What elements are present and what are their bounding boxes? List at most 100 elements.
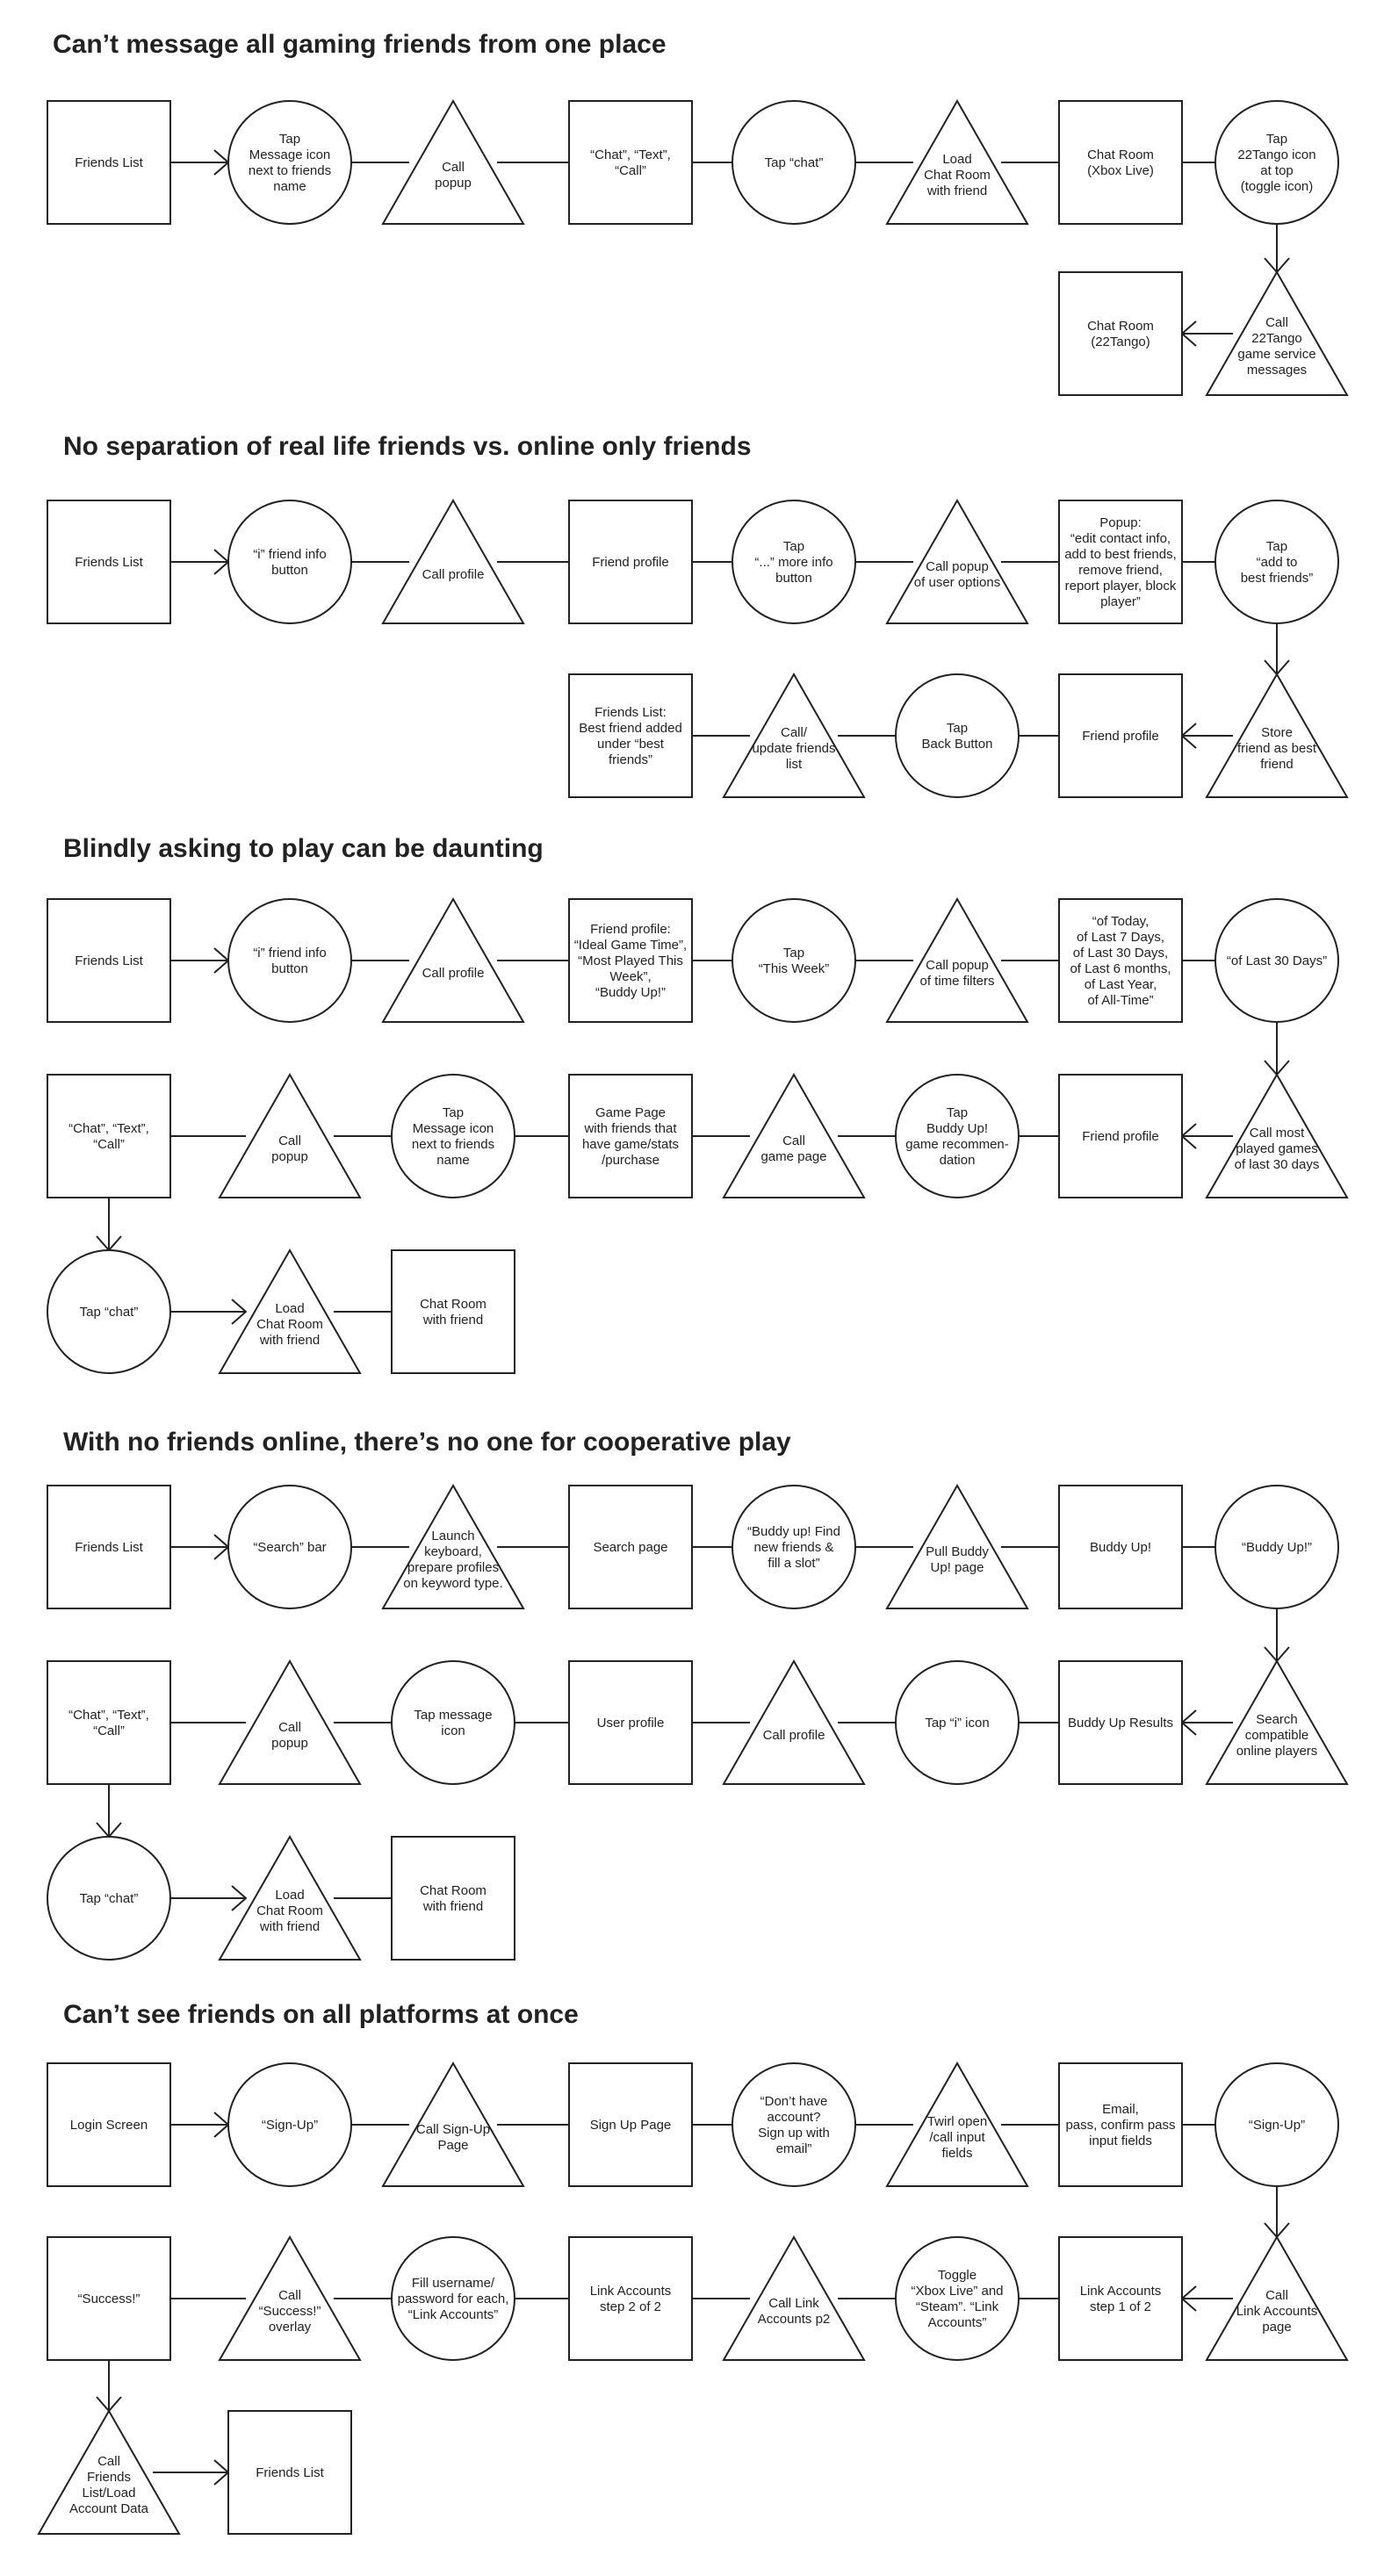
section-title: Blindly asking to play can be daunting [63,834,544,863]
node-label: player” [1100,594,1141,609]
flow-node-square: Friends List [47,100,171,225]
process-triangle [1205,270,1349,396]
node-label: Chat Room [1087,319,1154,334]
screen-square [1058,2236,1183,2361]
node-label: “Success!” [259,2304,321,2319]
node-label: Call most [1250,1126,1305,1140]
node-label: “Buddy Up!” [595,985,666,1000]
flow-node-triangle: Call profile [722,1659,866,1785]
process-triangle [885,98,1029,225]
section-5: Can’t see friends on all platforms at on… [37,2000,1349,2535]
node-label: “This Week” [759,961,830,976]
node-label: 22Tango [1251,331,1302,346]
process-triangle [218,1659,362,1785]
node-label: /call input [929,2130,985,2145]
screen-square [1058,673,1183,798]
screen-square [1058,271,1183,396]
section-title: With no friends online, there’s no one f… [63,1428,791,1457]
node-label: Friend profile [1082,729,1159,744]
screen-square [568,1485,693,1609]
flow-node-square: “Success!” [47,2236,171,2361]
node-label: “Sign-Up” [262,2118,318,2133]
node-label: “Search” bar [253,1540,326,1555]
action-circle [227,500,352,624]
connectors [170,149,1290,347]
process-triangle [218,1248,362,1374]
node-label: “Don’t have [760,2094,828,2109]
node-label: Twirl open [927,2114,987,2129]
node-label: friend as best [1237,741,1317,756]
node-label: with friend [422,1899,483,1914]
flow-node-circle: Fill username/password for each,“Link Ac… [391,2236,515,2361]
flow-node-circle: Tap “chat” [732,100,856,225]
node-label: dation [940,1153,976,1168]
process-triangle [381,1483,525,1609]
action-circle [227,898,352,1023]
node-label: Link Accounts [590,2284,672,2299]
action-circle [732,2062,856,2187]
action-circle [47,1249,171,1374]
action-circle [895,673,1020,798]
node-label: “of Last 30 Days” [1227,953,1327,968]
node-label: friend [1260,757,1294,772]
node-label: Friend profile: [590,922,671,937]
node-label: “of Today, [1092,914,1149,929]
node-label: account? [768,2110,821,2125]
screen-square [568,2062,693,2187]
node-label: Page [437,2138,468,2153]
node-label: game page [760,1149,826,1164]
flow-node-square: User profile [568,1660,693,1785]
node-label: Buddy Up! [1090,1540,1151,1555]
node-label: Game Page [595,1105,666,1120]
action-circle [227,1485,352,1609]
node-label: Tap [1266,132,1287,147]
action-circle [227,100,352,225]
node-label: Chat Room [420,1297,486,1312]
process-triangle [885,2061,1029,2187]
node-label: Accounts p2 [758,2312,831,2327]
screen-square [1058,1074,1183,1198]
node-label: Friends List [75,953,143,968]
node-label: played games [1236,1141,1317,1156]
node-label: Buddy Up! [926,1121,988,1136]
screen-square [1058,100,1183,225]
action-circle [1214,1485,1339,1609]
flow-node-circle: “Search” bar [227,1485,352,1609]
node-label: list [786,757,803,772]
node-label: add to best friends, [1064,547,1177,562]
node-label: name [273,179,306,194]
node-label: “Most Played This [578,953,683,968]
flow-node-square: Buddy Up! [1058,1485,1183,1609]
node-label: of Last Year, [1085,977,1157,992]
node-label: Load [275,1888,304,1903]
screen-square [1058,898,1183,1023]
node-label: password for each, [398,2292,509,2306]
node-label: Launch [431,1529,474,1543]
node-label: Tap [947,1105,968,1120]
flow-node-circle: Tap“This Week” [732,898,856,1023]
node-label: Load [942,152,971,167]
node-label: overlay [269,2320,312,2335]
node-label: Link Accounts [1236,2304,1318,2319]
node-label: Friends List: [595,705,667,720]
process-triangle [218,2234,362,2361]
action-circle [47,1836,171,1961]
node-label: of Last 7 Days, [1077,930,1164,945]
node-label: Chat Room [420,1883,486,1898]
node-label: of Last 6 months, [1070,961,1171,976]
node-label: Tap [783,946,804,961]
node-label: next to friends [412,1137,494,1152]
node-label: Toggle [938,2268,977,2283]
